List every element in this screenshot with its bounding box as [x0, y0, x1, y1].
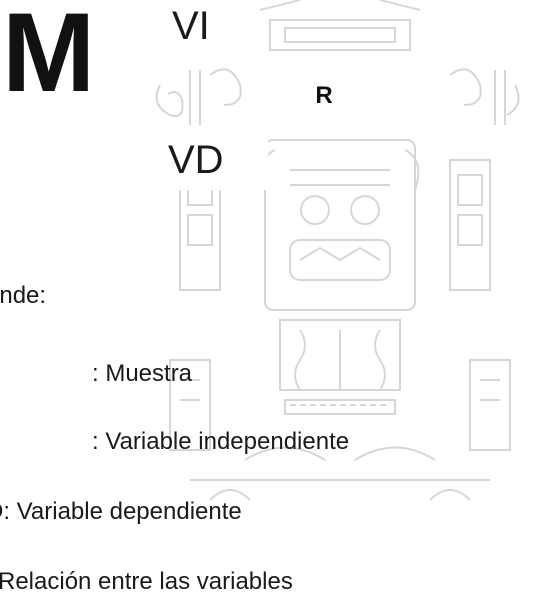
- legend-item-relation: Relación entre las variables: [0, 568, 293, 595]
- label-backing: [160, 0, 248, 58]
- sample-symbol: M: [2, 0, 95, 115]
- independent-variable-label: VI: [172, 4, 210, 48]
- dependent-variable-label: VD: [168, 138, 224, 182]
- legend-item-independent: : Variable independiente: [92, 428, 350, 455]
- legend-item-dependent: D: Variable dependiente: [0, 498, 242, 525]
- relation-label: R: [266, 60, 382, 132]
- legend-intro: onde:: [0, 282, 47, 309]
- label-backing: [160, 130, 268, 190]
- legend-item-sample: : Muestra: [92, 360, 193, 387]
